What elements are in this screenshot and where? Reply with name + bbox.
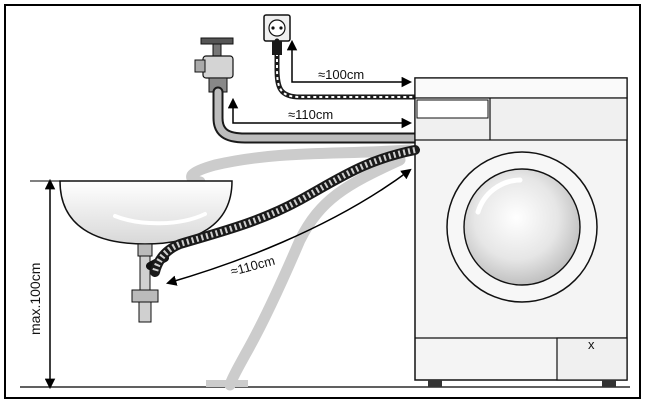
power-cable-dimension-arrow [286, 39, 413, 88]
power-plug [272, 41, 282, 55]
power-cable [272, 38, 418, 100]
foot-mark: x [588, 337, 595, 352]
foot-right [602, 380, 616, 387]
machine-top [414, 77, 628, 99]
inlet-hose [212, 86, 421, 144]
water-tap [194, 37, 234, 93]
wall-socket [263, 14, 291, 42]
drain-hose-dimension-arrow [165, 168, 412, 286]
power-cable-length-label: ≈100cm [318, 67, 364, 82]
inlet-hose-length-label: ≈110cm [288, 107, 333, 122]
foot-left [428, 380, 442, 387]
inlet-hose-dimension-arrow [227, 97, 413, 129]
outer-frame [4, 4, 641, 399]
door-glass [463, 168, 581, 286]
drain-hose-length-label: ≈110cm [229, 253, 277, 279]
floor-drain-fitting [206, 380, 248, 387]
washing-machine: x [414, 77, 628, 387]
detergent-drawer [416, 99, 489, 119]
wash-basin [59, 180, 233, 257]
service-flap [556, 337, 628, 381]
max-height-label: max.100cm [27, 263, 43, 335]
